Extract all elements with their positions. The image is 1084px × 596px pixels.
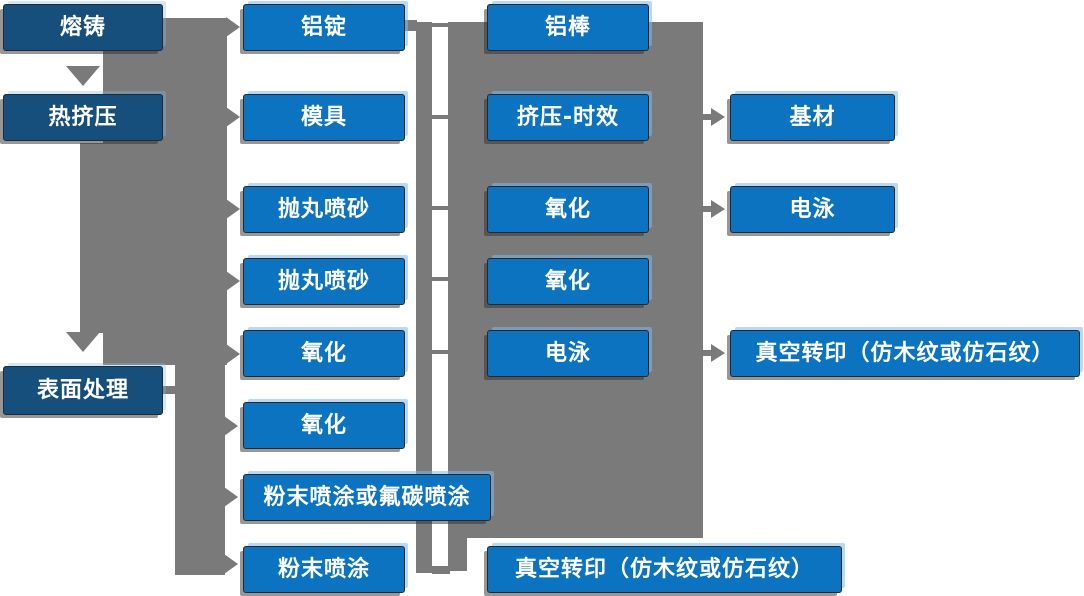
node-oxidation-c3a: 氧化 [487,186,649,233]
arrow-to-powder-coating-icon [224,554,238,574]
node-vacuum-transfer-bottom: 真空转印（仿木纹或仿石纹） [487,546,842,593]
connector-row4-line [432,277,450,281]
node-extrusion-aging: 挤压-时效 [487,94,649,141]
connector-surface-treatment-stub [163,386,177,394]
node-oxidation-c2b: 氧化 [243,402,405,449]
node-vacuum-transfer-right: 真空转印（仿木纹或仿石纹） [730,330,1080,377]
connector-left-band-edge [80,143,103,333]
node-substrate: 基材 [730,94,895,141]
arrow-to-powder-fluorocarbon-icon [224,487,238,507]
connector-left-band [103,18,227,365]
arrow-to-shot-blasting-1-icon [226,199,240,219]
node-aluminum-ingot: 铝锭 [243,4,405,51]
arrow-to-mold-icon [226,107,240,127]
node-powder-coating: 粉末喷涂 [243,546,405,593]
node-shot-blasting-1: 抛丸喷砂 [243,186,405,233]
arrow-to-shot-blasting-2-icon [226,271,240,291]
arrow-to-electrophoresis-icon [711,200,725,218]
connector-ingot-stub [405,20,417,31]
arrow-to-oxidation-c2b-icon [224,416,238,436]
arrow-tail-to-vacuum-transfer [701,350,712,356]
connector-middle-bar [416,22,432,573]
arrow-down-to-surface-treatment-icon [66,332,100,352]
arrow-down-to-hot-extrusion-icon [66,66,100,86]
connector-row1-line [432,23,450,27]
node-oxidation-c2a: 氧化 [243,330,405,377]
node-shot-blasting-2: 抛丸喷砂 [243,258,405,305]
node-surface-treatment: 表面处理 [3,366,163,415]
node-electrophoresis-c4: 电泳 [730,186,895,233]
node-mold: 模具 [243,94,405,141]
arrow-to-aluminum-ingot-icon [226,17,240,37]
node-oxidation-c3b: 氧化 [487,258,649,305]
connector-bottom-line [432,566,450,574]
arrow-tail-to-electrophoresis [701,206,712,212]
arrow-to-vacuum-transfer-icon [711,344,725,362]
connector-row5-line [432,350,450,354]
arrow-to-oxidation-c2a-icon [226,344,240,364]
node-electrophoresis-c3: 电泳 [487,330,649,377]
connector-main-block-foot [448,538,467,571]
node-hot-extrusion: 热挤压 [3,94,163,141]
connector-row3-line [432,206,450,210]
arrow-tail-to-substrate [701,114,712,120]
node-powder-or-fluorocarbon-coating: 粉末喷涂或氟碳喷涂 [243,474,491,521]
node-melting-casting: 熔铸 [3,4,163,51]
node-aluminum-rod: 铝棒 [487,4,649,51]
arrow-to-substrate-icon [711,108,725,126]
connector-surface-treatment-bar [175,360,225,575]
connector-row2-line [432,115,450,119]
